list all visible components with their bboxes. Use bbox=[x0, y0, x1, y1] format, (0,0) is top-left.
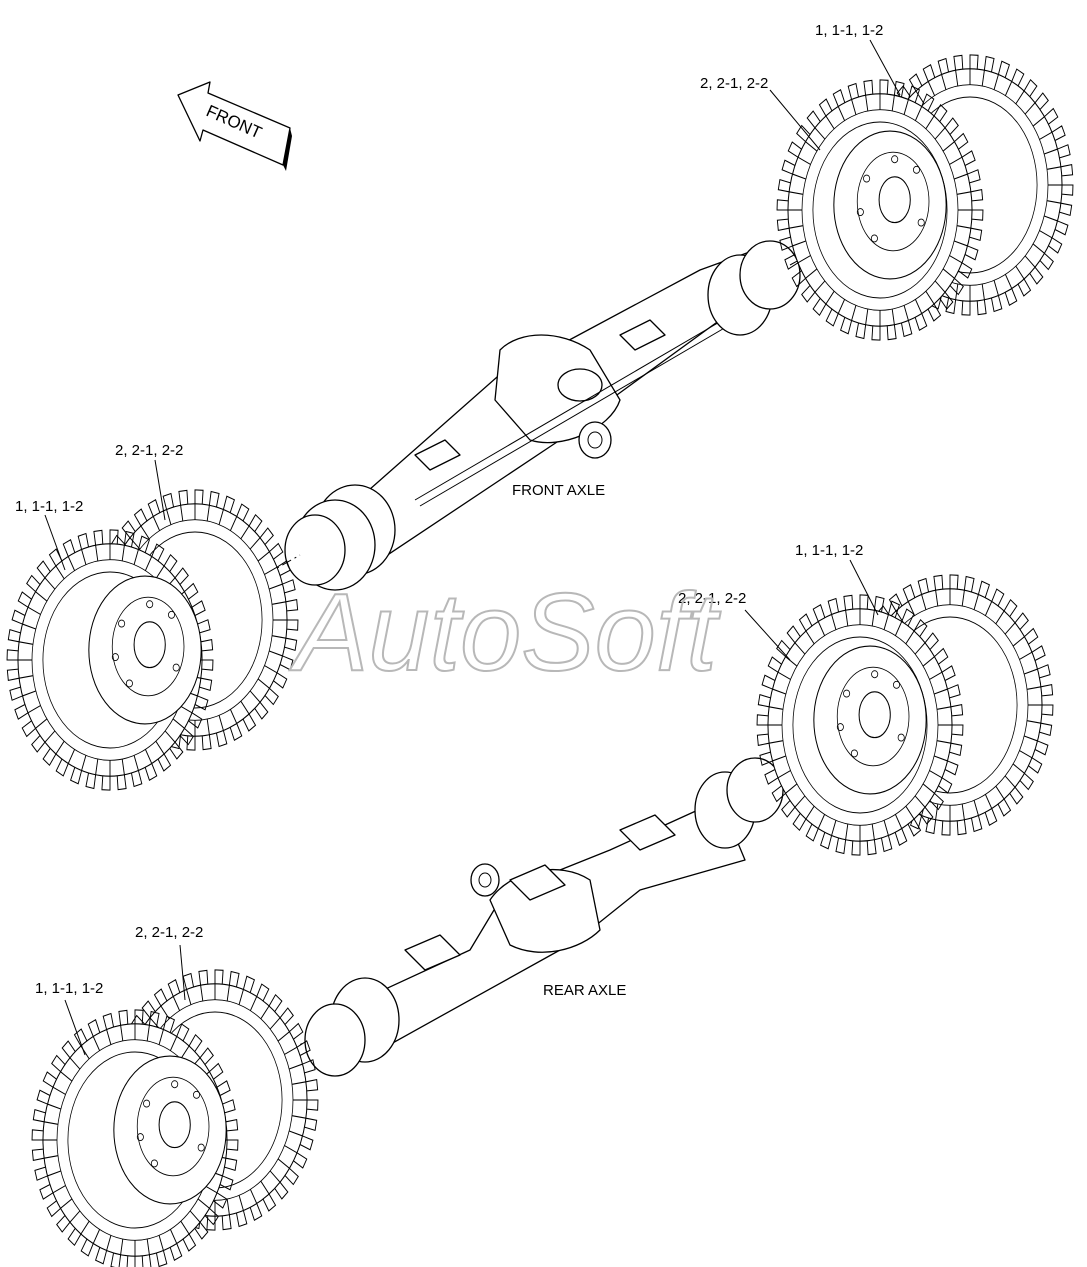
front-axle-assembly: FRONT AXLE bbox=[264, 231, 851, 591]
front-right-dual-wheel bbox=[776, 54, 1074, 341]
callout-rear-right-inner: 2, 2-1, 2-2 bbox=[678, 590, 746, 607]
rear-axle-assembly: REAR AXLE bbox=[269, 739, 841, 1077]
callouts: 1, 1-1, 1-2 2, 2-1, 2-2 2, 2-1, 2-2 1, 1… bbox=[15, 22, 901, 1056]
callout-front-left-outer: 1, 1-1, 1-2 bbox=[15, 498, 83, 515]
rear-right-rim bbox=[813, 645, 927, 795]
front-axle-label: FRONT AXLE bbox=[512, 482, 605, 499]
rear-left-rim bbox=[113, 1055, 227, 1205]
rear-right-dual-wheel bbox=[756, 574, 1054, 856]
watermark: AutoSoft bbox=[289, 571, 721, 694]
callout-rear-left-inner: 2, 2-1, 2-2 bbox=[135, 924, 203, 941]
front-right-rim bbox=[833, 130, 947, 280]
callout-front-right-outer: 1, 1-1, 1-2 bbox=[815, 22, 883, 39]
front-left-rim bbox=[88, 575, 202, 725]
front-direction-arrow-icon: FRONT bbox=[177, 81, 292, 171]
callout-front-left-inner: 2, 2-1, 2-2 bbox=[115, 442, 183, 459]
callout-rear-left-outer: 1, 1-1, 1-2 bbox=[35, 980, 103, 997]
callout-front-right-inner: 2, 2-1, 2-2 bbox=[700, 75, 768, 92]
rear-axle-label: REAR AXLE bbox=[543, 982, 626, 999]
rear-left-dual-wheel bbox=[31, 969, 319, 1267]
callout-rear-right-outer: 1, 1-1, 1-2 bbox=[795, 542, 863, 559]
front-left-dual-wheel bbox=[6, 489, 299, 791]
